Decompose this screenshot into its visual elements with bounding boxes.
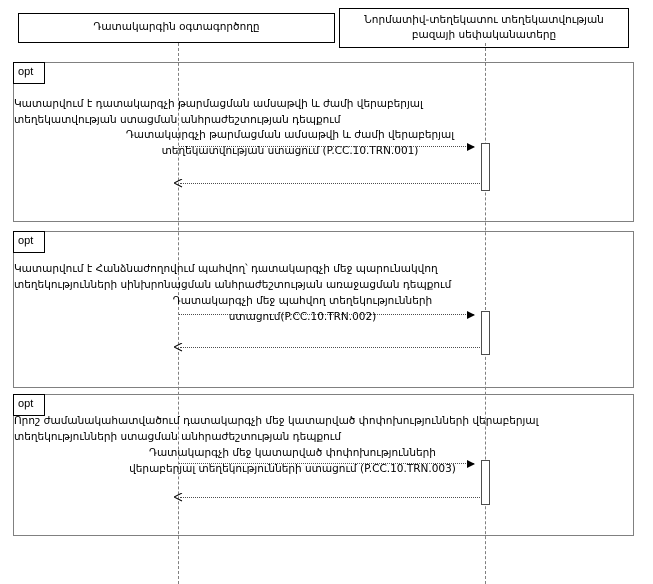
message-label-1: Դատակարգչի թարմացման ամսաթվի և ժամի վերա… (125, 129, 455, 157)
participant-box-user[interactable]: Դատակարգին օգտագործողը (18, 13, 335, 43)
opt-fragment-3[interactable]: opt (13, 394, 634, 536)
message-arrow-return-1[interactable] (180, 183, 480, 184)
activation-bar-3 (481, 460, 490, 505)
opt-tag-label-1: opt (13, 62, 46, 84)
return-arrowhead-icon-1 (174, 179, 183, 188)
opt-guard-condition-1: Կատարվում է դատակարգչի թարմացման ամսաթվի… (14, 98, 423, 127)
activation-bar-2 (481, 311, 490, 355)
opt-guard-condition-2: Կատարվում է Հանձնաժողովում պահվող՝ դատակ… (14, 263, 452, 292)
message-label-3: Դատակարգչի մեջ կատարված փոփոխությունների… (129, 447, 456, 475)
opt-tag-label-3: opt (13, 394, 46, 416)
opt-guard-condition-3: Որոշ ժամանակահատվածում դատակարգչի մեջ կա… (14, 415, 539, 444)
message-label-2: Դատակարգչի մեջ պահվող տեղեկությունների ս… (172, 295, 433, 323)
activation-bar-1 (481, 143, 490, 191)
message-arrow-call-1[interactable] (179, 143, 475, 151)
lifeline-user (178, 43, 179, 584)
message-arrow-return-2[interactable] (180, 347, 480, 348)
opt-tag-label-2: opt (13, 231, 46, 253)
opt-fragment-2[interactable]: opt (13, 231, 634, 388)
message-arrow-call-2[interactable] (179, 311, 475, 319)
return-arrowhead-icon-3 (174, 493, 183, 502)
opt-fragment-1[interactable]: opt (13, 62, 634, 222)
message-arrow-call-3[interactable] (179, 460, 475, 468)
message-arrow-return-3[interactable] (180, 497, 480, 498)
return-arrowhead-icon-2 (174, 343, 183, 352)
participant-box-owner[interactable]: Նորմատիվ-տեղեկատու տեղեկատվության բազայի… (339, 8, 629, 48)
